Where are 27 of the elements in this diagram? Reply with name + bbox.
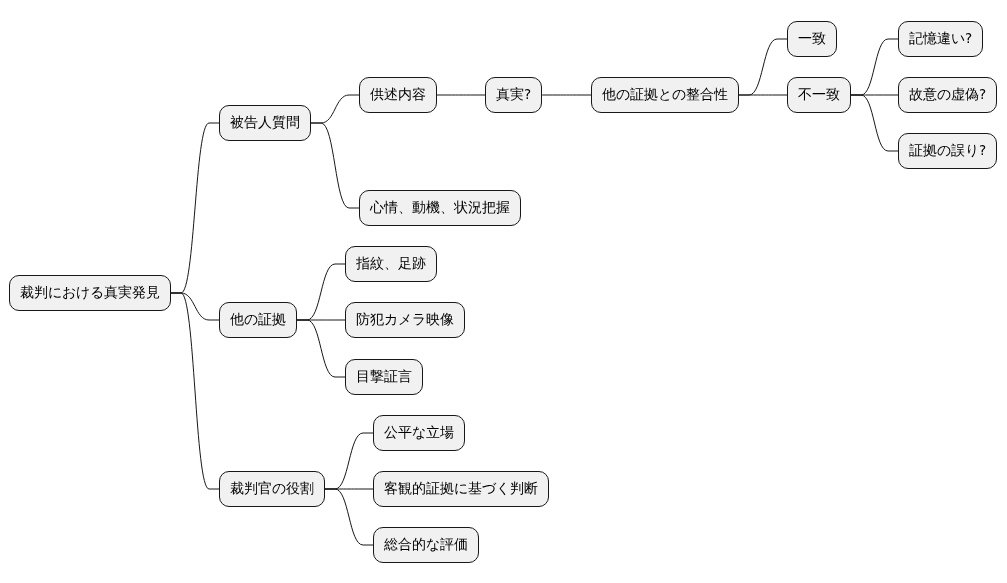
topic-box: 心情、動機、状況把握	[359, 190, 521, 226]
topic-box: 総合的な評価	[373, 527, 479, 563]
connector-line	[850, 94, 899, 152]
topic-box: 指紋、足跡	[345, 246, 437, 282]
connector-line	[738, 94, 788, 96]
connector-line	[541, 94, 592, 96]
connector-line	[170, 292, 220, 490]
topic-box: 目撃証言	[345, 359, 423, 395]
topic-box: 裁判における真実発見	[9, 275, 171, 311]
topic-box: 防犯カメラ映像	[345, 302, 465, 338]
topic-box: 真実?	[485, 77, 543, 113]
topic-box: 供述内容	[359, 77, 437, 113]
topic-box: 他の証拠	[219, 302, 297, 338]
topic-box: 被告人質問	[219, 105, 311, 141]
topic-box: 故意の虚偽?	[898, 77, 998, 113]
topic-box: 客観的証拠に基づく判断	[373, 471, 549, 507]
topic-box: 一致	[787, 21, 837, 57]
connector-line	[436, 94, 486, 96]
topic-box: 証拠の誤り?	[898, 133, 998, 169]
topic-box: 公平な立場	[373, 415, 465, 451]
topic-box: 不一致	[787, 77, 851, 113]
connector-line	[296, 319, 346, 378]
topic-box: 記憶違い?	[898, 21, 984, 57]
topic-box: 裁判官の役割	[219, 471, 325, 507]
connector-line	[324, 488, 374, 546]
connector-line	[310, 122, 360, 209]
topic-box: 他の証拠との整合性	[591, 77, 739, 113]
